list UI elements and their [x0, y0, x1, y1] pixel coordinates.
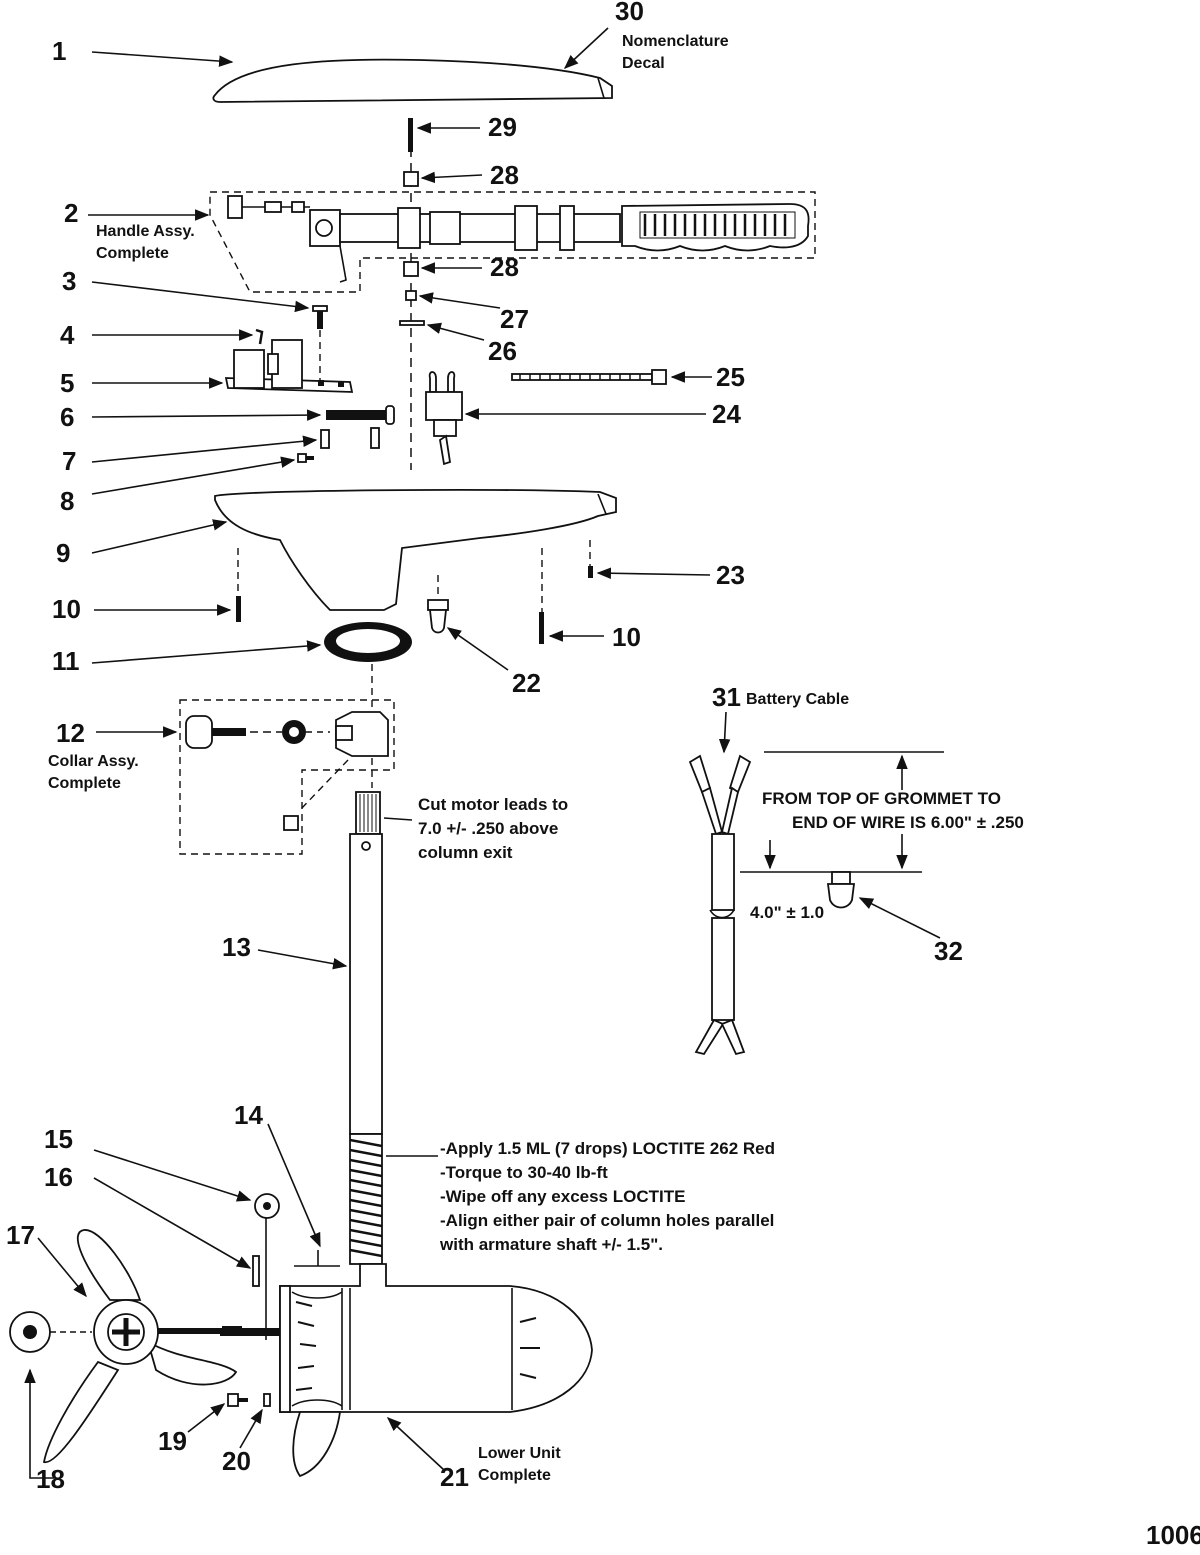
- top-cover-part: [212, 58, 613, 103]
- screw-10-right: [539, 612, 544, 644]
- callout-27: 27: [500, 304, 529, 334]
- callout-31: 31: [712, 682, 741, 712]
- battery-cable-31: [688, 754, 752, 1056]
- clip-28-bottom: [403, 261, 419, 277]
- callout-26: 26: [488, 336, 517, 366]
- lower-unit-21: [220, 1263, 593, 1478]
- nomenclature-decal-label-line1: Nomenclature: [622, 33, 729, 50]
- collar-assembly-12: [179, 699, 395, 855]
- callout-24: 24: [712, 399, 741, 429]
- callout-4: 4: [60, 320, 75, 350]
- callout-20: 20: [222, 1446, 251, 1476]
- part-20: [263, 1393, 271, 1407]
- washer-26: [399, 320, 425, 326]
- cable-length-note: 4.0" ± 1.0: [750, 903, 824, 922]
- loctite-note-line2: -Torque to 30-40 lb-ft: [440, 1163, 608, 1182]
- clip-28-top: [403, 171, 419, 187]
- callout-21: 21: [440, 1462, 469, 1492]
- battery-cable-label: Battery Cable: [746, 691, 849, 708]
- callout-30: 30: [615, 0, 644, 26]
- washer-15: [254, 1193, 280, 1340]
- screw-10-left: [236, 596, 241, 622]
- callout-5: 5: [60, 368, 74, 398]
- callout-3: 3: [62, 266, 76, 296]
- callout-11: 11: [52, 646, 80, 676]
- callout-2: 2: [64, 198, 78, 228]
- loctite-note-line5: with armature shaft +/- 1.5".: [439, 1235, 663, 1254]
- lower-unit-label-line2: Complete: [478, 1467, 551, 1484]
- callout-32: 32: [934, 936, 963, 966]
- callout-22: 22: [512, 668, 541, 698]
- screw-3: [312, 305, 328, 329]
- cut-motor-leads-note-line3: column exit: [418, 843, 513, 862]
- handle-assy-label-line1: Handle Assy.: [96, 223, 195, 240]
- callout-12: 12: [56, 718, 85, 748]
- page-number: 1006: [1146, 1520, 1200, 1550]
- grommet-32: [826, 871, 856, 909]
- callout-16: 16: [44, 1162, 73, 1192]
- propeller-17: [42, 1229, 242, 1463]
- callout-17: 17: [6, 1220, 35, 1250]
- collar-assy-label-line2: Complete: [48, 775, 121, 792]
- lower-unit-label-line1: Lower Unit: [478, 1445, 561, 1462]
- grommet-dimension-note-line2: END OF WIRE IS 6.00" ± .250: [792, 813, 1024, 832]
- column-13: [349, 791, 383, 1265]
- pin-16: [252, 1255, 260, 1287]
- propeller-nut-18: [9, 1311, 92, 1353]
- callout-29: 29: [488, 112, 517, 142]
- callout-25: 25: [716, 362, 745, 392]
- bolt-6: [326, 405, 395, 425]
- screw-29: [408, 118, 413, 152]
- screw-19: [227, 1393, 248, 1407]
- callout-7: 7: [62, 446, 76, 476]
- loctite-note-line1: -Apply 1.5 ML (7 drops) LOCTITE 262 Red: [440, 1139, 775, 1158]
- callout-18: 18: [36, 1464, 65, 1494]
- lower-housing-9: [214, 489, 617, 611]
- pin-4: [255, 328, 264, 345]
- switch-24: [425, 371, 463, 466]
- part-27: [405, 290, 417, 301]
- cut-motor-leads-note-line2: 7.0 +/- .250 above: [418, 819, 558, 838]
- o-ring-11: [324, 622, 412, 662]
- circuit-board-5: [224, 339, 354, 393]
- pin-7: [320, 429, 330, 449]
- callout-28-bottom: 28: [490, 252, 519, 282]
- callout-8: 8: [60, 486, 74, 516]
- loctite-note-line3: -Wipe off any excess LOCTITE: [440, 1187, 685, 1206]
- callout-10-left: 10: [52, 594, 81, 624]
- callout-13: 13: [222, 932, 251, 962]
- screw-23: [588, 566, 593, 578]
- screw-8: [297, 453, 314, 463]
- grommet-dimension: [740, 751, 944, 873]
- callout-28-top: 28: [490, 160, 519, 190]
- handle-assembly-part: [209, 191, 816, 293]
- callout-23: 23: [716, 560, 745, 590]
- callout-15: 15: [44, 1124, 73, 1154]
- grommet-dimension-note-line1: FROM TOP OF GROMMET TO: [762, 789, 1001, 808]
- nomenclature-decal-label-line2: Decal: [622, 55, 665, 72]
- callout-14: 14: [234, 1100, 263, 1130]
- callout-9: 9: [56, 538, 70, 568]
- cut-motor-leads-note-line1: Cut motor leads to: [418, 795, 568, 814]
- cable-tie-25: [511, 369, 667, 385]
- collar-assy-label-line1: Collar Assy.: [48, 753, 139, 770]
- grommet-22: [427, 575, 449, 634]
- callout-1: 1: [52, 36, 66, 66]
- callout-6: 6: [60, 402, 74, 432]
- loctite-note-line4: -Align either pair of column holes paral…: [440, 1211, 774, 1230]
- pin-7b: [370, 427, 380, 449]
- handle-assy-label-line2: Complete: [96, 245, 169, 262]
- callout-10-right: 10: [612, 622, 641, 652]
- callout-19: 19: [158, 1426, 187, 1456]
